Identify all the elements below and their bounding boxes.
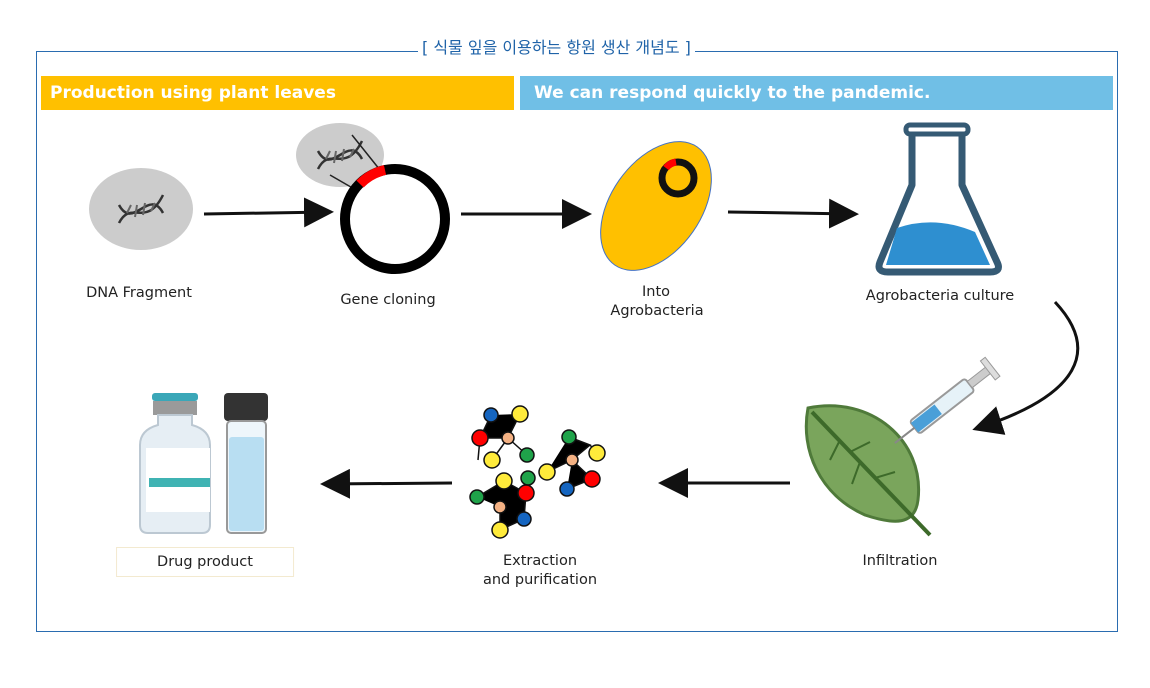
label-agrobacteria-culture: Agrobacteria culture — [865, 288, 1015, 304]
agrobacterium-icon — [600, 141, 712, 271]
label-dna-fragment: DNA Fragment — [86, 285, 192, 301]
molecules-icon — [469, 405, 606, 539]
header-plant-leaves: Production using plant leaves — [41, 76, 514, 110]
label-drug-product: Drug product — [116, 547, 294, 577]
arrow-1 — [203, 197, 334, 228]
label-infiltration: Infiltration — [862, 553, 938, 569]
label-into-line2: Agrobacteria — [610, 303, 704, 319]
label-gene-cloning: Gene cloning — [340, 292, 436, 308]
header-pandemic: We can respond quickly to the pandemic. — [520, 76, 1113, 110]
label-extraction-line1: Extraction — [502, 553, 578, 569]
diagram-title: [ 식물 잎을 이용하는 항원 생산 개념도 ] — [418, 38, 695, 58]
vials-icon — [139, 393, 268, 534]
label-extraction-line2: and purification — [482, 572, 598, 588]
label-into-line1: Into — [641, 284, 671, 300]
flask-icon — [875, 122, 1002, 276]
arrow-3 — [727, 198, 859, 229]
leaf-syringe-icon — [804, 356, 1001, 537]
arrow-4 — [972, 300, 1080, 435]
plasmid-icon — [296, 123, 450, 274]
dna-fragment-icon — [89, 168, 193, 250]
arrow-6 — [320, 468, 453, 499]
